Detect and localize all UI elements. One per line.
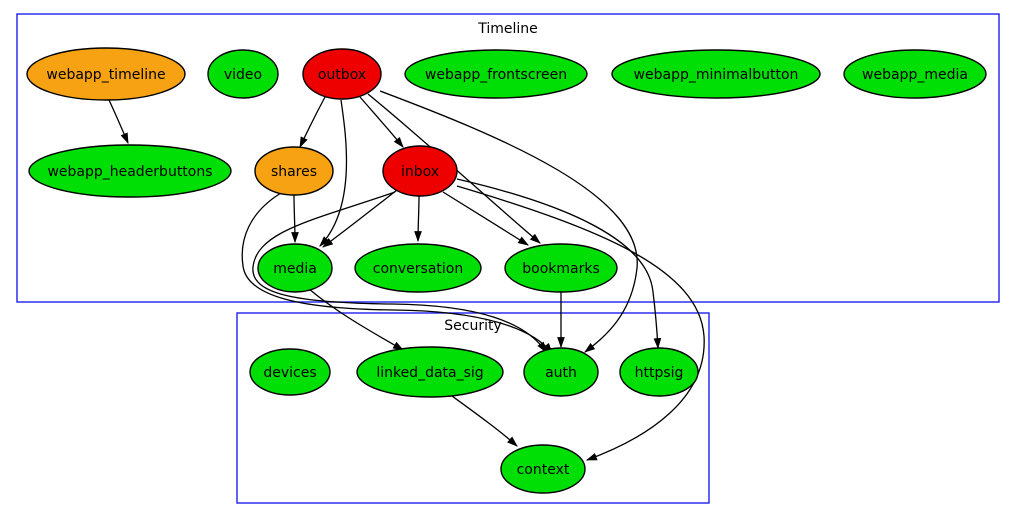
- edge-outbox-inbox: [359, 96, 404, 148]
- node-webapp_media-label: webapp_media: [862, 67, 968, 83]
- edge-outbox-media: [319, 99, 348, 247]
- node-bookmarks-label: bookmarks: [522, 261, 600, 277]
- edge-linked_data_sig-context: [451, 395, 518, 447]
- cluster-security-label: Security: [444, 318, 502, 334]
- cluster-timeline: [16, 13, 1000, 303]
- node-conversation-label: conversation: [373, 261, 463, 277]
- node-webapp_timeline-label: webapp_timeline: [46, 67, 165, 83]
- edge-media-linked_data_sig: [308, 288, 404, 351]
- edge-inbox-context: [456, 185, 705, 461]
- edge-inbox-auth: [252, 191, 547, 353]
- node-media-label: media: [273, 261, 317, 277]
- node-auth: [523, 347, 599, 397]
- edge-webapp_timeline-webapp_headerbuttons: [108, 99, 129, 145]
- node-inbox: [382, 145, 458, 197]
- edge-shares-media: [291, 194, 299, 244]
- node-httpsig: [619, 347, 699, 397]
- node-devices: [249, 348, 331, 396]
- node-webapp_frontscreen-label: webapp_frontscreen: [425, 67, 567, 83]
- node-video: [207, 49, 279, 99]
- node-context: [500, 444, 586, 494]
- node-webapp_frontscreen: [404, 49, 588, 99]
- node-devices-label: devices: [263, 365, 316, 381]
- node-httpsig-label: httpsig: [635, 365, 684, 381]
- node-outbox: [302, 48, 382, 100]
- node-inbox-label: inbox: [401, 164, 439, 180]
- node-auth-label: auth: [545, 365, 577, 381]
- node-linked_data_sig-label: linked_data_sig: [376, 365, 483, 381]
- node-linked_data_sig: [356, 346, 504, 398]
- edge-inbox-media: [322, 189, 398, 248]
- node-webapp_timeline: [26, 47, 186, 101]
- node-bookmarks: [504, 243, 618, 293]
- edge-outbox-auth: [379, 90, 638, 353]
- edge-inbox-httpsig: [456, 178, 662, 350]
- node-webapp_headerbuttons: [28, 144, 232, 198]
- node-media: [257, 243, 333, 293]
- cluster-timeline-label: Timeline: [477, 21, 538, 37]
- node-outbox-label: outbox: [318, 67, 366, 83]
- cluster-security: [236, 312, 710, 504]
- edge-outbox-bookmarks: [367, 93, 541, 244]
- node-webapp_media: [843, 49, 987, 99]
- node-webapp_minimalbutton: [611, 49, 821, 99]
- node-webapp_minimalbutton-label: webapp_minimalbutton: [634, 67, 799, 83]
- node-conversation: [354, 243, 482, 293]
- node-shares-label: shares: [271, 164, 317, 180]
- node-video-label: video: [224, 67, 262, 83]
- node-context-label: context: [517, 462, 570, 478]
- edge-inbox-conversation: [414, 195, 422, 243]
- edge-outbox-shares: [299, 96, 326, 148]
- edge-inbox-bookmarks: [442, 191, 529, 246]
- node-shares: [254, 146, 334, 196]
- node-webapp_headerbuttons-label: webapp_headerbuttons: [47, 164, 212, 180]
- edge-shares-auth: [241, 192, 553, 354]
